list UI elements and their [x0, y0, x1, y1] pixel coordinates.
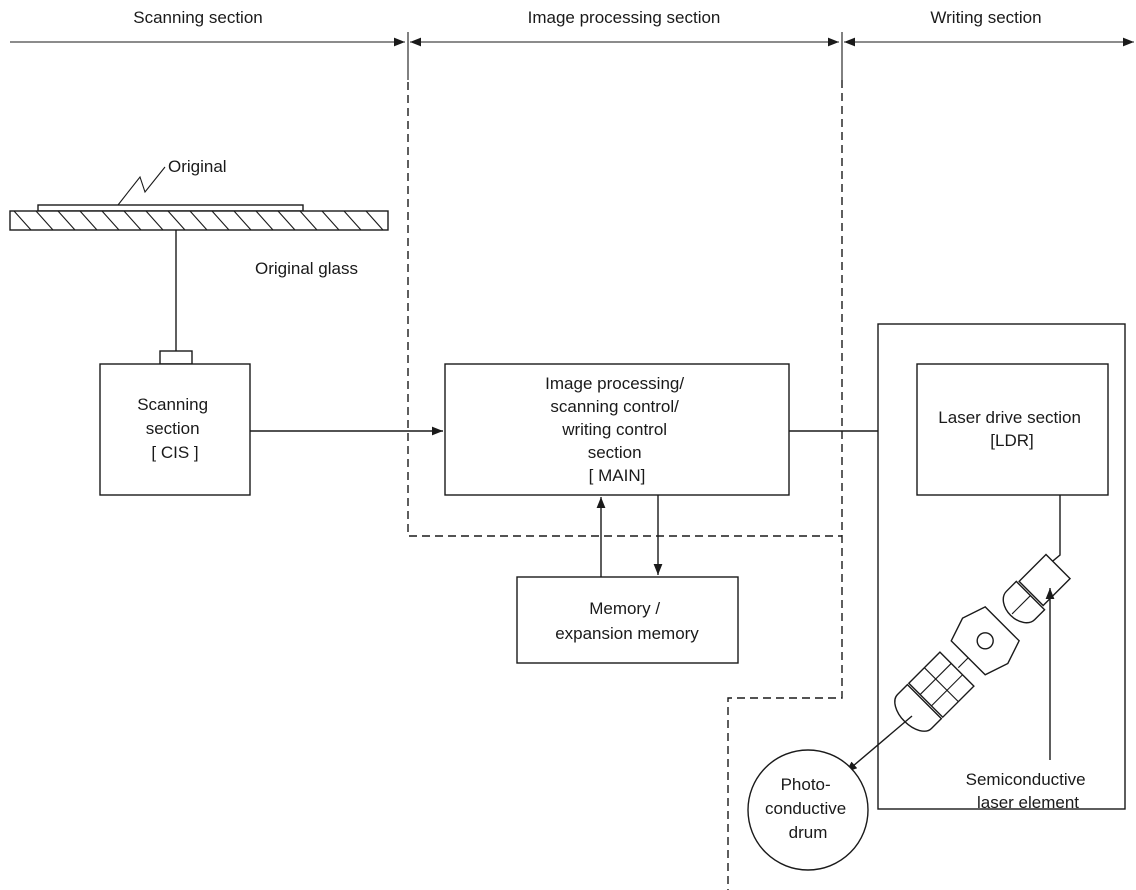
laser-drive-box-label: Laser drive section [LDR]	[938, 408, 1085, 450]
glass-hatch-line	[277, 210, 296, 231]
glass-hatch-line	[123, 210, 142, 231]
memory-box-label: Memory / expansion memory	[555, 599, 699, 643]
original-document	[37, 204, 304, 212]
glass-hatch-line	[57, 210, 76, 231]
glass-hatch-line	[145, 210, 164, 231]
original-glass	[9, 210, 389, 231]
photoconductive-drum-icon	[747, 749, 869, 871]
glass-hatch-line	[255, 210, 274, 231]
scanning-section-header: Scanning section	[133, 8, 262, 27]
glass-hatch-line	[35, 210, 54, 231]
glass-hatch-line	[343, 210, 362, 231]
mirror-axis-icon	[976, 632, 994, 650]
laser-diode-icon	[1018, 553, 1072, 607]
glass-hatch-line	[233, 210, 252, 231]
photoconductive-drum-label: Photo- conductive drum	[765, 775, 851, 842]
glass-hatch-line	[167, 210, 186, 231]
cylinder-lens-icon	[894, 683, 943, 732]
scanning-section-box	[99, 363, 251, 496]
glass-hatch-line	[299, 210, 318, 231]
original-glass-label: Original glass	[255, 259, 358, 278]
glass-hatch-line	[101, 210, 120, 231]
glass-hatch-line	[365, 210, 384, 231]
original-leader	[117, 166, 166, 206]
image-processing-section-header: Image processing section	[528, 8, 721, 27]
laser-optics	[894, 553, 1072, 732]
laser-beam-arrow	[845, 715, 913, 773]
glass-hatch-line	[321, 210, 340, 231]
glass-hatch-line	[211, 210, 230, 231]
scanning-section-box-label: Scanning section [ CIS ]	[137, 395, 213, 462]
laser-drive-box	[916, 363, 1109, 496]
original-label: Original	[168, 157, 227, 176]
memory-box	[516, 576, 739, 664]
glass-hatch-line	[189, 210, 208, 231]
image-processing-boundary	[407, 80, 843, 890]
cis-sensor	[159, 350, 193, 365]
main-control-box-label: Image processing/ scanning control/ writ…	[545, 374, 689, 485]
glass-hatch-line	[13, 210, 32, 231]
glass-hatch-line	[79, 210, 98, 231]
main-control-box	[444, 363, 790, 496]
semiconductive-label: Semiconductive laser element	[966, 770, 1091, 812]
writing-section-header: Writing section	[930, 8, 1041, 27]
